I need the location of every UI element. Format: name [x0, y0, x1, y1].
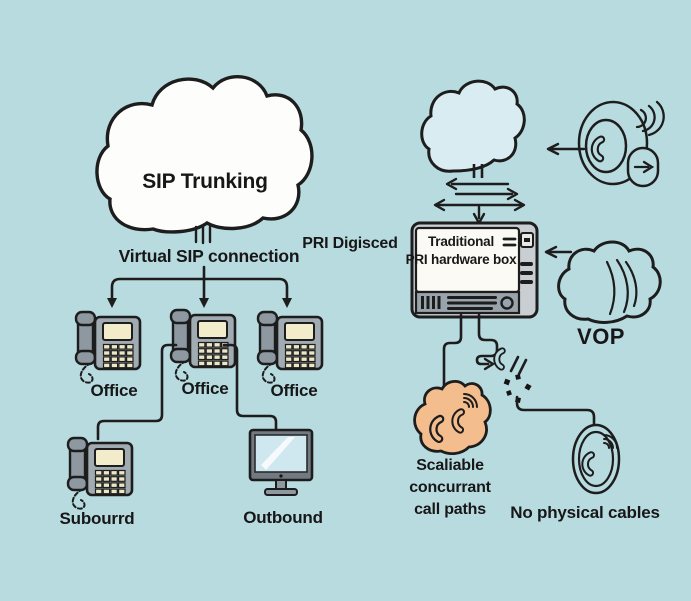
- vop-label: VOP: [577, 324, 625, 349]
- office-label-3: Office: [270, 381, 318, 400]
- pri-hardware-box-label-line2: PRI hardware box: [405, 252, 517, 267]
- scalable-label-line1: Scaliable: [416, 457, 484, 474]
- branch-arrowheads: [107, 298, 292, 308]
- call-to-cloud-arrow: [546, 142, 586, 156]
- outbound-label: Outbound: [243, 508, 323, 527]
- office-label-1: Office: [90, 381, 138, 400]
- incoming-call-icon: [577, 100, 665, 188]
- provider-cloud-icon: [420, 79, 526, 178]
- sip-trunking-label: SIP Trunking: [142, 170, 268, 193]
- office-phone-1-icon: [74, 310, 142, 384]
- box-branch-lines: [442, 313, 499, 387]
- branch-arrows: [110, 265, 289, 301]
- cloud-trunk-lines: [194, 223, 212, 245]
- broken-link-icon: [493, 350, 596, 426]
- office-phone-3-icon: [256, 310, 324, 384]
- subourrd-label: Subourrd: [59, 509, 135, 528]
- pri-digisced-label: PRI Digisced: [302, 235, 398, 252]
- office-label-2: Office: [181, 379, 229, 398]
- subourrd-phone-icon: [66, 436, 134, 510]
- virtual-sip-connection-label: Virtual SIP connection: [118, 246, 300, 266]
- scalable-label-line2: concurrant: [409, 479, 491, 496]
- tree-connectors: [96, 343, 278, 441]
- pri-hardware-box-icon: [410, 221, 539, 319]
- scalable-cloud-icon: [413, 380, 492, 456]
- pri-hardware-box-label: Traditional PRI hardware box: [406, 233, 517, 269]
- vop-to-box-arrow: [544, 245, 573, 259]
- sip-cloud-icon: [95, 74, 314, 234]
- pri-hardware-box-label-line1: Traditional: [427, 234, 495, 249]
- traffic-arrows-icon: [433, 177, 526, 225]
- scalable-label-line3: call paths: [414, 501, 486, 518]
- vop-cloud-icon: [557, 240, 662, 324]
- no-physical-cables-label: No physical cables: [510, 503, 660, 522]
- no-cables-badge-icon: [571, 423, 621, 495]
- outbound-monitor-icon: [248, 428, 314, 496]
- scalable-call-paths-label: Scaliable concurrant call paths: [409, 455, 491, 521]
